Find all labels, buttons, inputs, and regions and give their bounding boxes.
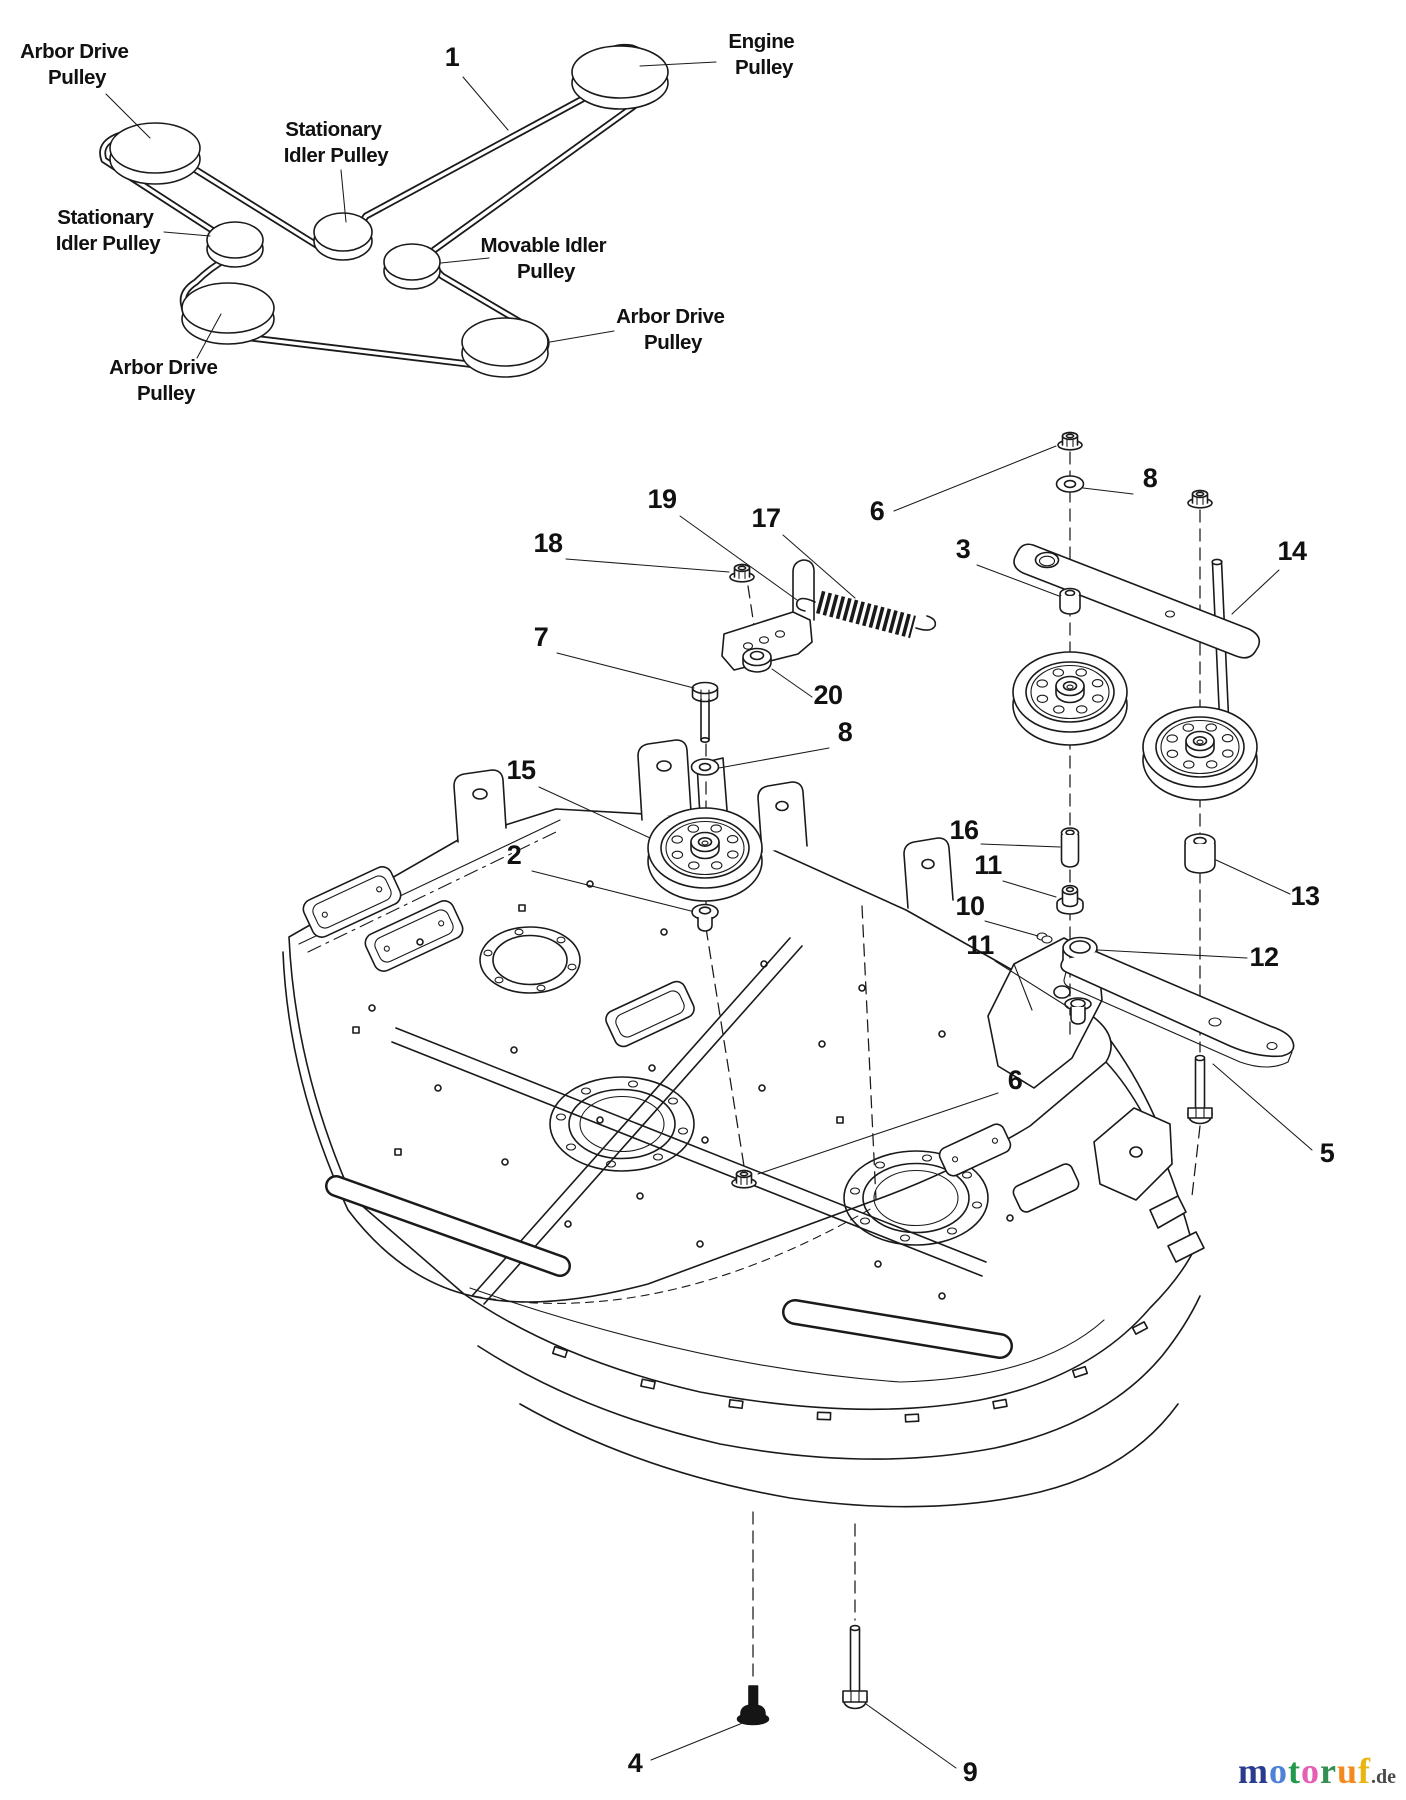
spindle-opening-center: [549, 1076, 695, 1172]
plate-holes: [352, 880, 1014, 1300]
callout-8b: 8: [838, 717, 853, 747]
idler-arm-12: [1060, 936, 1295, 1068]
movable-idler-pulley: [383, 243, 441, 290]
label-movable-idler: Movable Idler Pulley: [480, 234, 611, 283]
access-cover: [302, 866, 402, 938]
flange-bushing-11-upper: [1056, 884, 1084, 915]
arbor-drive-pulley-top-left: [109, 122, 201, 185]
arbor-drive-pulley-bottom-left: [181, 282, 275, 345]
mount-pad: [1012, 1163, 1080, 1213]
label-stationary-idler-center: Stationary Idler Pulley: [284, 118, 390, 167]
tension-spring-17: [795, 590, 937, 639]
spindle-opening-right: [843, 1150, 989, 1246]
spacer-13: [1184, 833, 1216, 874]
idler-arm-bar-14: [1013, 543, 1261, 659]
flange-nut-right: [1187, 489, 1213, 509]
bushing-2: [691, 903, 719, 932]
spacer-tube-16: [1060, 827, 1080, 868]
callout-5: 5: [1320, 1138, 1335, 1168]
callout-6: 6: [870, 496, 885, 526]
motoruf-logo-suffix: .de: [1371, 1766, 1396, 1788]
callout-14: 14: [1277, 536, 1307, 566]
mount-pad: [938, 1123, 1012, 1177]
idler-pulley-15: [647, 807, 763, 902]
bottom-bolts: [736, 1624, 868, 1726]
arbor-drive-pulley-bottom-right: [461, 317, 549, 378]
spacer-3: [1059, 587, 1081, 615]
callout-1: 1: [445, 42, 460, 72]
bolt-7: [691, 681, 719, 743]
belt-routing-diagram: Arbor Drive Pulley 1 Engine Pulley Stati…: [20, 30, 799, 405]
label-arbor-drive-pulley-tl: Arbor Drive Pulley: [20, 40, 134, 89]
left-idler-assembly: [647, 559, 937, 1189]
motoruf-logo-word: motoruf: [1237, 1751, 1371, 1791]
idler-pulley-left-of-pair: [1012, 651, 1128, 746]
label-engine-pulley: Engine Pulley: [728, 30, 799, 79]
callout-20: 20: [813, 680, 842, 710]
washer-8-right: [1055, 475, 1085, 493]
callout-4: 4: [628, 1748, 643, 1778]
callout-2: 2: [507, 840, 522, 870]
bushing-20: [742, 647, 772, 673]
callout-10: 10: [955, 891, 984, 921]
callout-18: 18: [533, 528, 563, 558]
washer-8-left: [690, 758, 720, 776]
stationary-idler-pulley-center: [313, 212, 373, 261]
callout-15: 15: [506, 755, 536, 785]
idler-pulley-right-of-pair: [1142, 706, 1258, 801]
callout-13: 13: [1290, 881, 1320, 911]
hex-bolt-9: [842, 1624, 868, 1710]
mower-deck-drawing: [282, 739, 1205, 1508]
callout-17: 17: [751, 503, 780, 533]
callout-19: 19: [647, 484, 677, 514]
label-arbor-drive-pulley-bl: Arbor Drive Pulley: [109, 356, 223, 405]
label-arbor-drive-pulley-right: Arbor Drive Pulley: [616, 305, 730, 354]
engine-pulley: [571, 45, 669, 110]
callout-8: 8: [1143, 463, 1158, 493]
callout-6b: 6: [1008, 1065, 1023, 1095]
callout-11b: 11: [966, 930, 994, 960]
carriage-bolt-4: [736, 1685, 770, 1726]
bolt-5: [1187, 1054, 1213, 1125]
callout-3: 3: [956, 534, 971, 564]
flange-bushing-11-lower: [1064, 997, 1092, 1025]
stationary-idler-pulley-left: [206, 221, 264, 268]
callout-12: 12: [1249, 942, 1278, 972]
access-cover: [364, 900, 464, 972]
deck-bracket: [453, 739, 1205, 1263]
spindle-opening-left: [479, 926, 581, 994]
flange-nut-6: [1057, 431, 1083, 451]
callout-16: 16: [949, 815, 979, 845]
skirt-slots: [551, 1321, 1149, 1423]
callout-7: 7: [534, 622, 549, 652]
motoruf-logo: motoruf.de: [1238, 1750, 1396, 1792]
right-idler-assembly: [1012, 431, 1295, 1125]
set-screw-10: [1036, 932, 1053, 944]
callouts: 19 17 6 8 18 3 14 7 20 8 15 2 16 11 10 1…: [506, 445, 1335, 1787]
label-stationary-idler-left: Stationary Idler Pulley: [56, 206, 162, 255]
access-cover: [605, 980, 695, 1048]
callout-9: 9: [963, 1757, 978, 1787]
callout-11: 11: [974, 850, 1002, 880]
